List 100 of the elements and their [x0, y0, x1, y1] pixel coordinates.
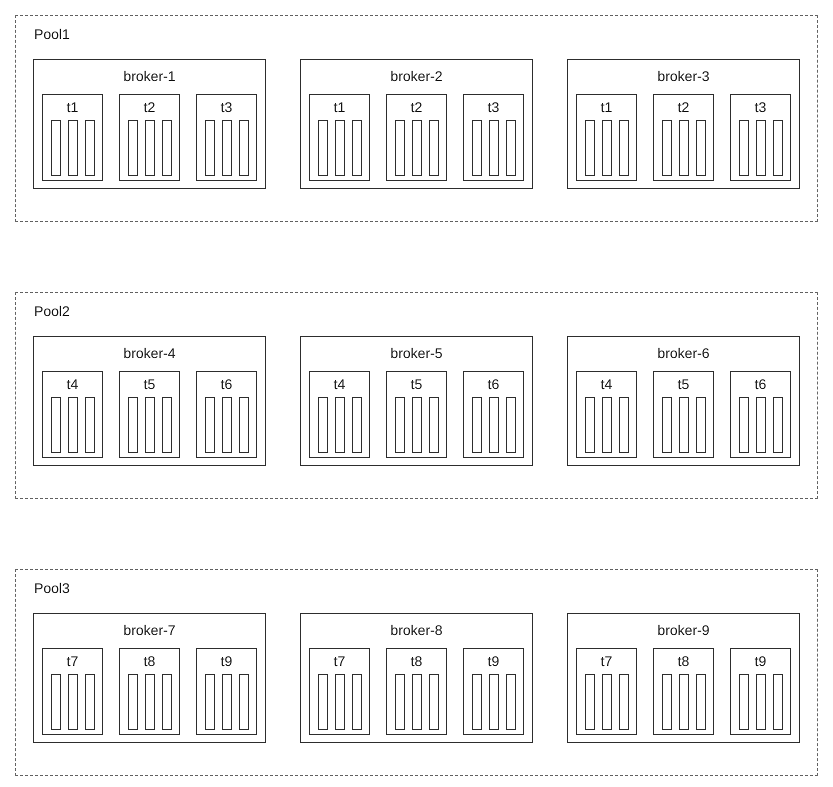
topic-label: t8 [678, 653, 690, 669]
partition-bar [506, 674, 516, 730]
topic-label: t2 [144, 99, 156, 115]
broker-box [300, 336, 533, 466]
partition-bar [412, 120, 422, 176]
topic-box [42, 648, 103, 735]
topic-label: t3 [488, 99, 500, 115]
broker-label: broker-5 [390, 345, 443, 361]
partition-bar [85, 397, 95, 453]
partition-bar [128, 397, 138, 453]
partition-bar [205, 397, 215, 453]
topic-label: t3 [754, 99, 766, 115]
topic-label: t9 [220, 653, 232, 669]
topic-box [730, 94, 791, 181]
topic-label: t6 [488, 376, 500, 392]
partition-bar [756, 397, 766, 453]
broker-box [567, 59, 800, 189]
partition-bar [679, 397, 689, 453]
partition-bar [696, 120, 706, 176]
partition-bar [162, 397, 172, 453]
partition-bar [472, 397, 482, 453]
broker-label: broker-7 [123, 622, 176, 638]
partition-bar [739, 397, 749, 453]
topic-box [196, 371, 257, 458]
topic-box [730, 648, 791, 735]
topic-box [119, 371, 180, 458]
broker-box [33, 59, 266, 189]
partition-bar [602, 674, 612, 730]
topic-box [42, 371, 103, 458]
partition-bar [395, 120, 405, 176]
partition-bar [773, 120, 783, 176]
partition-bar [51, 120, 61, 176]
partition-bar [85, 674, 95, 730]
pool-box [15, 292, 818, 499]
partition-bar [472, 674, 482, 730]
topic-box [653, 371, 714, 458]
topic-box [309, 648, 370, 735]
topic-box [386, 648, 447, 735]
topic-label: t9 [754, 653, 766, 669]
partition-bar [506, 120, 516, 176]
topic-box [463, 648, 524, 735]
pool-label: Pool2 [34, 303, 70, 319]
partition-bar [585, 120, 595, 176]
partition-bar [489, 120, 499, 176]
topic-label: t8 [410, 653, 422, 669]
partition-bar [756, 120, 766, 176]
topic-label: t7 [600, 653, 612, 669]
partition-bar [412, 397, 422, 453]
partition-bar [739, 674, 749, 730]
partition-bar [335, 120, 345, 176]
partition-bar [318, 674, 328, 730]
topic-box [653, 94, 714, 181]
partition-bar [222, 674, 232, 730]
partition-bar [335, 674, 345, 730]
broker-label: broker-6 [657, 345, 710, 361]
topic-box [730, 371, 791, 458]
partition-bar [679, 120, 689, 176]
partition-bar [489, 674, 499, 730]
topic-box [653, 648, 714, 735]
partition-bar [585, 674, 595, 730]
topic-box [196, 94, 257, 181]
partition-bar [506, 397, 516, 453]
partition-bar [352, 120, 362, 176]
partition-bar [602, 397, 612, 453]
topic-box [309, 94, 370, 181]
partition-bar [619, 674, 629, 730]
topic-label: t5 [144, 376, 156, 392]
broker-label: broker-1 [123, 68, 176, 84]
partition-bar [239, 397, 249, 453]
partition-bar [352, 674, 362, 730]
partition-bar [239, 674, 249, 730]
partition-bar [662, 397, 672, 453]
topic-label: t6 [220, 376, 232, 392]
topic-label: t9 [488, 653, 500, 669]
topic-label: t8 [144, 653, 156, 669]
partition-bar [756, 674, 766, 730]
topic-box [119, 94, 180, 181]
topic-label: t2 [678, 99, 690, 115]
partition-bar [205, 120, 215, 176]
topic-label: t4 [600, 376, 612, 392]
topic-box [576, 648, 637, 735]
topic-label: t1 [334, 99, 346, 115]
topic-label: t4 [334, 376, 346, 392]
topic-box [386, 371, 447, 458]
topic-box [42, 94, 103, 181]
topic-box [576, 94, 637, 181]
partition-bar [352, 397, 362, 453]
partition-bar [222, 120, 232, 176]
topic-label: t7 [334, 653, 346, 669]
partition-bar [318, 120, 328, 176]
pool-box [15, 569, 818, 776]
topic-label: t2 [410, 99, 422, 115]
partition-bar [145, 397, 155, 453]
partition-bar [68, 674, 78, 730]
partition-bar [205, 674, 215, 730]
topic-label: t6 [754, 376, 766, 392]
broker-label: broker-9 [657, 622, 710, 638]
partition-bar [662, 120, 672, 176]
topic-label: t3 [220, 99, 232, 115]
partition-bar [51, 674, 61, 730]
